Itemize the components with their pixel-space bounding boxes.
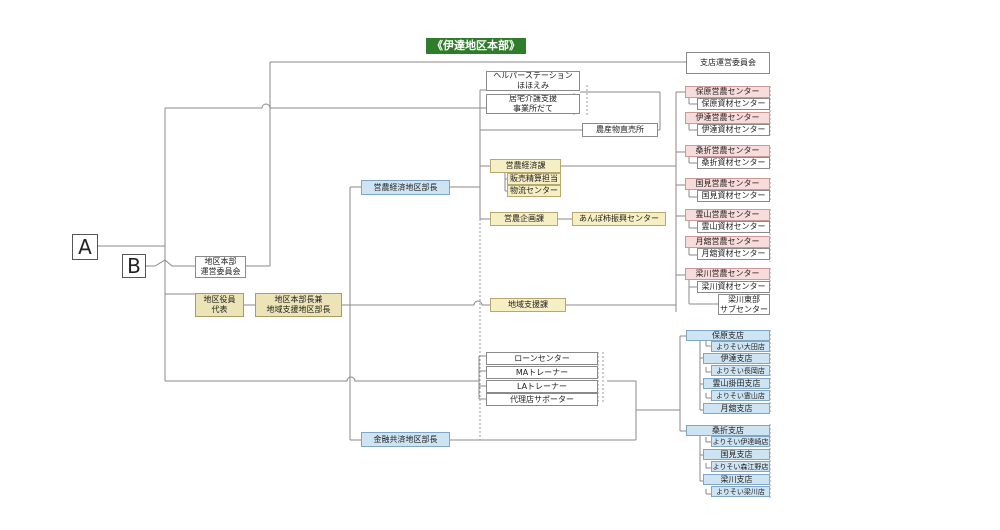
logistics-center-box: 物流センター xyxy=(507,185,561,197)
farm-planning-section-box: 営農企画課 xyxy=(490,212,558,226)
date-branch: 伊達支店 xyxy=(703,353,770,364)
hobara-farm-center: 保原営農センター xyxy=(685,86,770,98)
yanagawa-branch: 梁川支店 xyxy=(703,474,770,485)
regional-committee-line1: 地区本部 xyxy=(204,257,237,266)
yanagawa-east-subcenter-line1: 梁川東部 xyxy=(728,294,760,304)
koori-farm-center: 桑折営農センター xyxy=(685,145,770,157)
ryozen-kakeda-branch: 霊山掛田支店 xyxy=(703,378,770,389)
tsukidate-branch: 月舘支店 xyxy=(703,403,770,414)
ma-trainer-box: MAトレーナー xyxy=(486,366,598,379)
branch-committee-box: 支店運営委員会 xyxy=(686,52,770,74)
date-farm-center: 伊達営農センター xyxy=(685,112,770,124)
yorisoi-ryozen-store: よりそい霊山店 xyxy=(711,390,770,401)
yorisoi-moriena-store: よりそい森江野店 xyxy=(711,461,770,472)
yorisoi-nagaoka-store: よりそい長岡店 xyxy=(711,365,770,376)
koori-material-center: 桑折資材センター xyxy=(697,157,770,169)
yanagawa-east-subcenter-line2: サブセンター xyxy=(720,304,768,314)
regional-officers-box: 地区役員 代表 xyxy=(195,293,244,317)
kunimi-farm-center: 国見営農センター xyxy=(685,178,770,190)
regional-director-box: 地区本部長兼 地域支援地区部長 xyxy=(255,293,342,317)
helper-station-line1: ヘルパーステーション xyxy=(493,71,573,80)
loan-center-box: ローンセンター xyxy=(486,352,598,365)
koori-branch: 桑折支店 xyxy=(686,425,770,436)
anpo-center-box: あんぽ柿振興センター xyxy=(572,212,666,226)
hobara-branch: 保原支店 xyxy=(686,330,770,341)
regional-officers-line2: 代表 xyxy=(211,305,228,314)
yorisoi-ota-store: よりそい大田店 xyxy=(711,341,770,352)
yorisoi-yanagawa-store: よりそい梁川店 xyxy=(711,486,770,497)
hobara-material-center: 保原資材センター xyxy=(697,98,770,110)
homecare-office-line2: 事業所だて xyxy=(513,104,553,113)
page-title: 《伊達地区本部》 xyxy=(426,38,526,54)
date-material-center: 伊達資材センター xyxy=(697,124,770,136)
helper-station-box: ヘルパーステーション ほほえみ xyxy=(486,71,580,91)
direct-store-box: 農産物直売所 xyxy=(582,123,658,137)
regional-director-line1: 地区本部長兼 xyxy=(274,295,323,304)
yanagawa-east-subcenter: 梁川東部 サブセンター xyxy=(718,294,770,315)
yorisoi-datezaki-store: よりそい伊達崎店 xyxy=(711,436,770,447)
ryozen-material-center: 霊山資材センター xyxy=(697,221,770,233)
sales-settlement-box: 販売精算担当 xyxy=(507,173,561,185)
helper-station-line2: ほほえみ xyxy=(517,81,549,90)
regional-committee-box: 地区本部 運営委員会 xyxy=(195,256,246,278)
ryozen-farm-center: 霊山営農センター xyxy=(685,209,770,221)
marker-a: A xyxy=(72,234,98,260)
farm-economy-director-box: 営農経済地区部長 xyxy=(361,180,450,195)
regional-officers-line1: 地区役員 xyxy=(203,295,236,304)
agency-supporter-box: 代理店サポーター xyxy=(486,393,598,406)
marker-b: B xyxy=(122,254,146,278)
la-trainer-box: LAトレーナー xyxy=(486,380,598,393)
homecare-office-line1: 居宅介護支援 xyxy=(509,94,557,103)
yanagawa-material-center: 梁川資材センター xyxy=(697,281,770,293)
farm-economy-section-box: 営農経済課 xyxy=(490,159,561,173)
regional-support-section-box: 地域支援課 xyxy=(490,298,566,312)
tsukidate-material-center: 月舘資材センター xyxy=(697,248,770,260)
tsukidate-farm-center: 月舘営農センター xyxy=(685,236,770,248)
regional-director-line2: 地域支援地区部長 xyxy=(266,305,331,314)
kunimi-branch: 国見支店 xyxy=(703,449,770,460)
kunimi-material-center: 国見資材センター xyxy=(697,190,770,202)
yanagawa-farm-center: 梁川営農センター xyxy=(685,268,770,280)
homecare-office-box: 居宅介護支援 事業所だて xyxy=(486,94,580,114)
regional-committee-line2: 運営委員会 xyxy=(200,267,241,276)
finance-director-box: 金融共済地区部長 xyxy=(361,432,450,447)
